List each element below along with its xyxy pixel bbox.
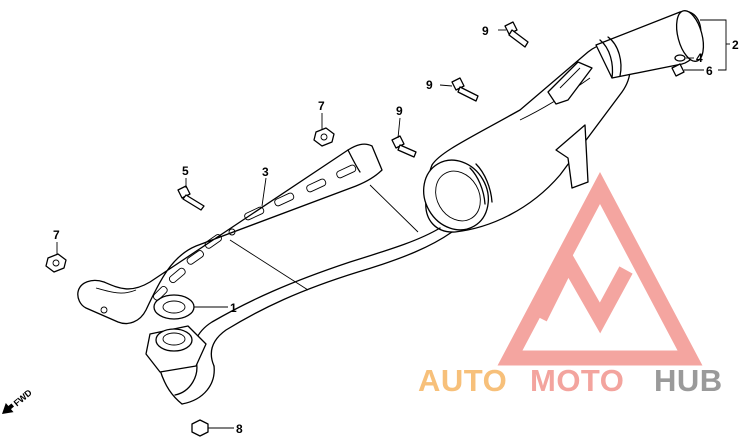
nut-icon bbox=[191, 419, 209, 437]
bolt-icon bbox=[177, 185, 205, 211]
watermark-text-hub: HUB bbox=[654, 363, 723, 398]
fwd-label: FWD bbox=[12, 387, 35, 408]
part-label-7-top: 7 bbox=[318, 99, 325, 113]
part-label-7-left: 7 bbox=[53, 228, 60, 242]
bolt-icon bbox=[671, 63, 685, 77]
nut-icon bbox=[313, 127, 335, 147]
part-label-6: 6 bbox=[706, 64, 713, 78]
muffler-stay bbox=[77, 143, 383, 325]
part-label-9-low: 9 bbox=[396, 104, 403, 118]
leader-lines bbox=[56, 19, 730, 429]
watermark-text-moto: MOTO bbox=[530, 363, 624, 398]
exhaust-pipe bbox=[145, 184, 453, 405]
part-label-9-mid: 9 bbox=[426, 78, 433, 92]
forward-arrow-icon bbox=[2, 402, 15, 414]
part-label-4: 4 bbox=[696, 51, 703, 65]
part-label-3: 3 bbox=[262, 165, 269, 179]
washer-icon bbox=[674, 54, 686, 62]
fasteners bbox=[45, 21, 686, 437]
nut-icon bbox=[45, 253, 67, 273]
bolt-icon bbox=[504, 21, 529, 48]
bolt-icon bbox=[451, 77, 479, 102]
part-label-5: 5 bbox=[182, 164, 189, 178]
watermark: AUTO MOTO HUB bbox=[418, 171, 723, 398]
part-labels: 9 9 9 7 3 5 7 1 8 2 4 6 bbox=[53, 24, 739, 436]
part-label-1: 1 bbox=[230, 301, 237, 315]
part-label-2: 2 bbox=[732, 38, 739, 52]
bolt-icon bbox=[391, 135, 417, 158]
watermark-text-auto: AUTO bbox=[418, 363, 507, 398]
part-label-9-top: 9 bbox=[482, 24, 489, 38]
part-label-8: 8 bbox=[236, 422, 243, 436]
watermark-logo-icon bbox=[497, 171, 703, 366]
muffler bbox=[423, 10, 705, 233]
forward-direction-indicator: FWD bbox=[2, 387, 35, 414]
